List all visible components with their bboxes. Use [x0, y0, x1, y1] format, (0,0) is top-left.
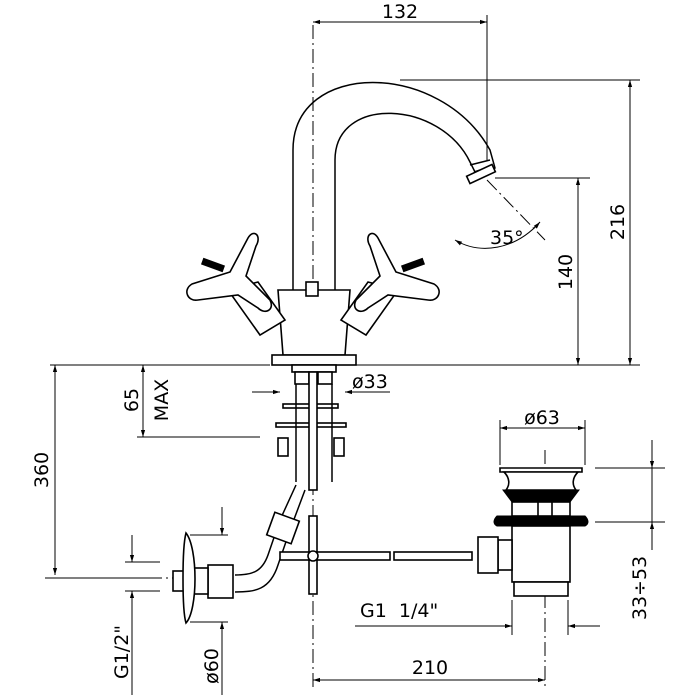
dim-waste-distance: 210: [412, 657, 448, 679]
dim-rosette-diameter: ø60: [201, 648, 223, 684]
dim-spout-angle: 35°: [490, 227, 524, 249]
dim-max-deck: 65: [121, 388, 143, 412]
dim-spout-height: 140: [555, 254, 577, 290]
shank-assembly: [172, 364, 473, 625]
faucet-body: [186, 81, 541, 366]
dim-rod-length: 360: [31, 452, 53, 488]
dimension-lines: [45, 15, 665, 695]
dim-max-label: MAX: [151, 379, 173, 421]
dim-waste-adjustment: 33÷53: [629, 556, 651, 620]
pop-up-waste: [477, 467, 589, 597]
dim-spout-reach: 132: [382, 1, 418, 23]
dim-shank-diameter: ø33: [352, 371, 388, 393]
dim-waste-diameter: ø63: [524, 407, 560, 429]
dim-total-height: 216: [607, 204, 629, 240]
dim-waste-thread: G1 1/4": [360, 600, 438, 622]
dim-inlet-thread: G1/2": [111, 625, 133, 679]
